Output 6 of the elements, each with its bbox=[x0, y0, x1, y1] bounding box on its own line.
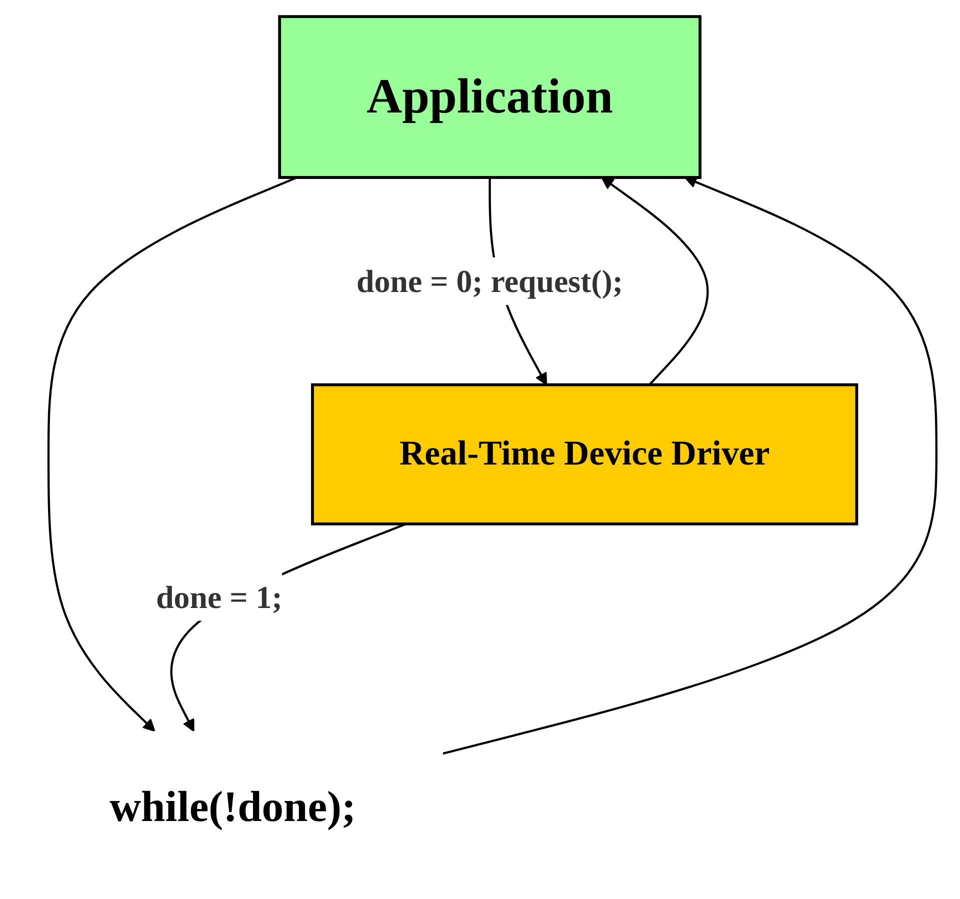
edge-label: done = 0; request(); bbox=[357, 262, 624, 299]
node-box: Real-Time Device Driver bbox=[312, 382, 859, 525]
node-box: Application bbox=[278, 14, 702, 178]
arrow bbox=[602, 176, 710, 385]
edge-label: done = 1; bbox=[156, 578, 283, 615]
node-text: while(!done); bbox=[110, 782, 356, 831]
